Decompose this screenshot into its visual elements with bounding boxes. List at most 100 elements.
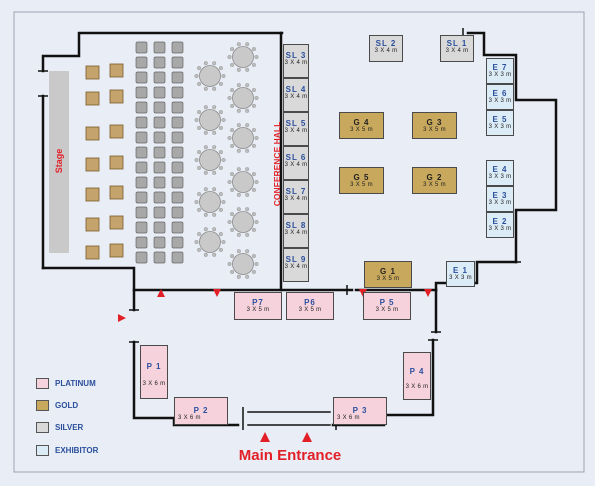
- booth-id: SL 3: [285, 51, 307, 60]
- seat-icon: [153, 56, 166, 69]
- chair-icon: [85, 217, 100, 232]
- booth-size: 3 X 4 m: [284, 60, 308, 66]
- round-table-icon: [227, 123, 259, 153]
- booth-sl1[interactable]: SL 1 3 X 4 m: [440, 35, 474, 62]
- legend-item-gold: GOLD: [36, 398, 78, 412]
- booth-p5[interactable]: P 5 3 X 5 m: [363, 292, 411, 320]
- legend-item-platinum: PLATINUM: [36, 376, 96, 390]
- booth-size: 3 X 5 m: [423, 127, 446, 133]
- booth-id: SL 8: [285, 221, 307, 230]
- booth-id: E 7: [492, 63, 508, 72]
- booth-id: G 2: [426, 173, 443, 182]
- booth-e1[interactable]: E 1 3 X 3 m: [446, 261, 475, 287]
- round-table-icon: [194, 105, 226, 135]
- seat-icon: [171, 131, 184, 144]
- conference-hall-label: CONFERENCE HALL: [272, 121, 282, 207]
- booth-size: 3 X 3 m: [488, 124, 512, 130]
- booth-sl2[interactable]: SL 2 3 X 4 m: [369, 35, 403, 62]
- booth-id: P 2: [193, 406, 209, 415]
- booth-id: E 3: [492, 191, 508, 200]
- booth-size: 3 X 5 m: [350, 182, 373, 188]
- booth-sl6[interactable]: SL 6 3 X 4 m: [283, 146, 309, 180]
- booth-e2[interactable]: E 2 3 X 3 m: [486, 212, 514, 238]
- round-table-icon: [227, 42, 259, 72]
- booth-p4[interactable]: P 4 3 X 6 m: [403, 352, 431, 400]
- booth-e7[interactable]: E 7 3 X 3 m: [486, 58, 514, 84]
- booth-p6[interactable]: P6 3 X 5 m: [286, 292, 334, 320]
- legend-swatch: [36, 421, 49, 433]
- chair-icon: [109, 124, 124, 139]
- arrow-icon: [302, 432, 312, 442]
- booth-sl4[interactable]: SL 4 3 X 4 m: [283, 78, 309, 112]
- seat-icon: [171, 251, 184, 264]
- round-tables: [194, 42, 259, 279]
- booth-p1[interactable]: P 1 3 X 6 m: [140, 345, 168, 399]
- seat-icon: [135, 161, 148, 174]
- walls: [41, 31, 558, 427]
- round-table-icon: [194, 187, 226, 217]
- seat-icon: [171, 56, 184, 69]
- seat-icon: [135, 116, 148, 129]
- seat-icon: [171, 176, 184, 189]
- booth-sl7[interactable]: SL 7 3 X 4 m: [283, 180, 309, 214]
- booth-size: 3 X 3 m: [449, 275, 472, 281]
- arrow-icon: [118, 314, 126, 322]
- booth-g3[interactable]: G 3 3 X 5 m: [412, 112, 457, 139]
- booth-id: G 5: [353, 173, 370, 182]
- seat-icon: [171, 101, 184, 114]
- booth-g5[interactable]: G 5 3 X 5 m: [339, 167, 384, 194]
- booth-id: P 5: [379, 298, 395, 307]
- booth-size: 3 X 5 m: [350, 127, 373, 133]
- booth-g1[interactable]: G 1 3 X 5 m: [364, 261, 412, 288]
- booth-sl8[interactable]: SL 8 3 X 4 m: [283, 214, 309, 248]
- booth-id: SL 9: [285, 255, 307, 264]
- legend-label: PLATINUM: [55, 378, 96, 388]
- seat-icon: [153, 146, 166, 159]
- seat-icon: [135, 191, 148, 204]
- seat-icon: [171, 146, 184, 159]
- booth-e6[interactable]: E 6 3 X 3 m: [486, 84, 514, 110]
- seat-icon: [135, 221, 148, 234]
- booth-id: E 1: [452, 266, 468, 275]
- booth-g4[interactable]: G 4 3 X 5 m: [339, 112, 384, 139]
- round-table-icon: [194, 145, 226, 175]
- arrow-icon: [213, 289, 221, 297]
- booth-g2[interactable]: G 2 3 X 5 m: [412, 167, 457, 194]
- legend-item-exhibitor: EXHIBITOR: [36, 443, 98, 457]
- booth-e3[interactable]: E 3 3 X 3 m: [486, 186, 514, 212]
- chair-icon: [109, 155, 124, 170]
- booth-size: 3 X 6 m: [405, 384, 429, 390]
- booth-e5[interactable]: E 5 3 X 3 m: [486, 110, 514, 136]
- round-table-icon: [194, 61, 226, 91]
- seat-icon: [135, 86, 148, 99]
- chair-icon: [85, 157, 100, 172]
- booth-p2[interactable]: P 2 3 X 6 m: [174, 397, 228, 425]
- seat-icon: [135, 101, 148, 114]
- chair-icon: [109, 243, 124, 258]
- legend-swatch: [36, 377, 49, 389]
- booth-size: 3 X 3 m: [488, 226, 512, 232]
- arrow-icon: [157, 289, 165, 297]
- booth-p3[interactable]: P 3 3 X 6 m: [333, 397, 387, 425]
- chair-icon: [85, 91, 100, 106]
- booth-size: 3 X 4 m: [284, 264, 308, 270]
- seat-icon: [135, 41, 148, 54]
- seat-icon: [171, 86, 184, 99]
- booth-id: P 3: [352, 406, 368, 415]
- booth-p7[interactable]: P7 3 X 5 m: [234, 292, 282, 320]
- outer-frame: [13, 11, 585, 473]
- main-entrance-label: Main Entrance: [238, 447, 342, 464]
- booth-sl3[interactable]: SL 3 3 X 4 m: [283, 44, 309, 78]
- booth-id: G 3: [426, 118, 443, 127]
- booth-id: SL 4: [285, 85, 307, 94]
- booth-sl5[interactable]: SL 5 3 X 4 m: [283, 112, 309, 146]
- legend-swatch: [36, 399, 49, 411]
- booth-sl9[interactable]: SL 9 3 X 4 m: [283, 248, 309, 282]
- seat-icon: [153, 161, 166, 174]
- booth-size: 3 X 3 m: [488, 200, 512, 206]
- chair-icon: [109, 215, 124, 230]
- booth-size: 3 X 3 m: [488, 98, 512, 104]
- seat-icon: [135, 236, 148, 249]
- booth-e4[interactable]: E 4 3 X 3 m: [486, 160, 514, 186]
- booth-size: 3 X 5 m: [375, 307, 399, 313]
